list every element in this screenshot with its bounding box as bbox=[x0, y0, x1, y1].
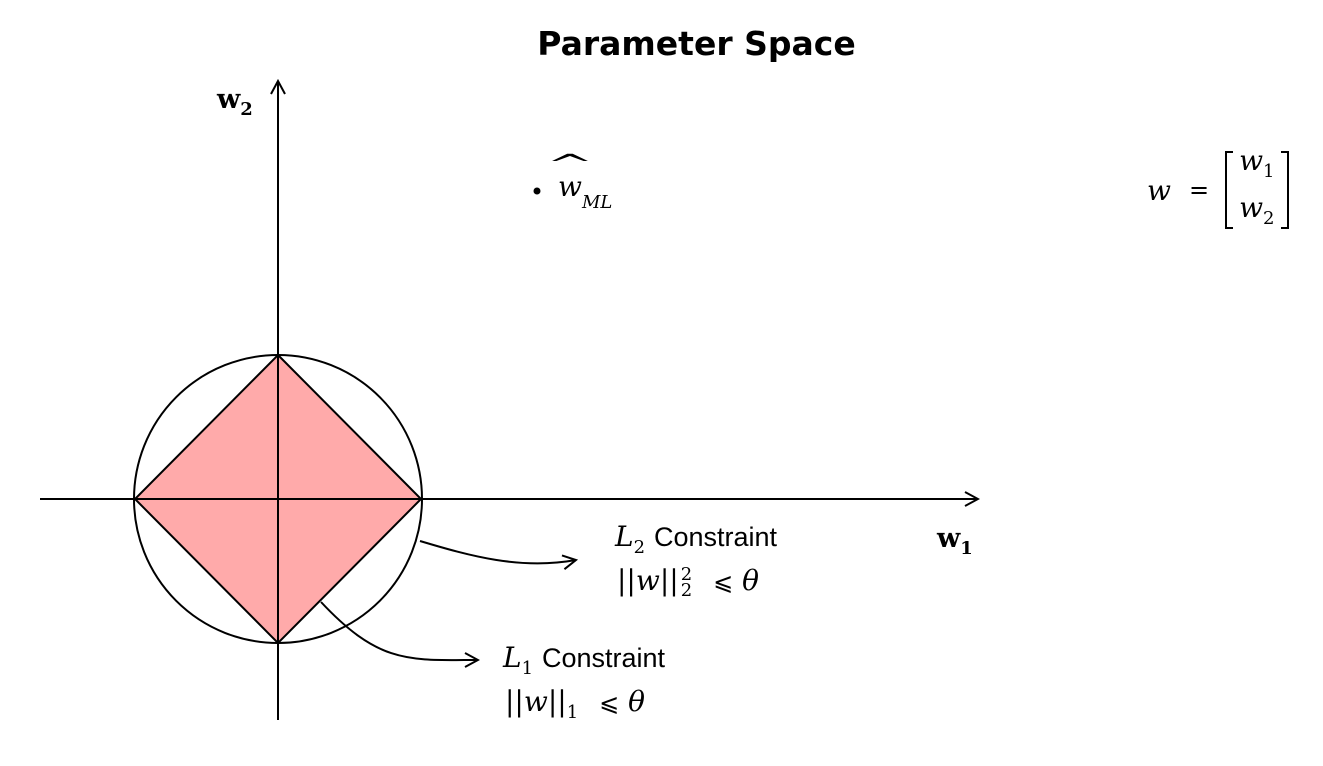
x-axis-label: w1 bbox=[937, 523, 973, 559]
x-axis-label-sub: 1 bbox=[960, 538, 973, 559]
left-bracket bbox=[1225, 151, 1234, 229]
l2-callout-arrow bbox=[419, 540, 576, 563]
ml-estimate-label: ^ w ML bbox=[546, 150, 613, 213]
l1-sub: 1 bbox=[521, 658, 534, 679]
l2-symbol: L bbox=[615, 520, 634, 553]
l1-word: Constraint bbox=[541, 643, 666, 673]
vector-entry-1: w1 bbox=[1239, 144, 1275, 182]
l1-bound: θ bbox=[628, 685, 645, 718]
ml-subscript: ML bbox=[581, 192, 613, 213]
right-bracket bbox=[1280, 151, 1289, 229]
ml-symbol: w bbox=[558, 170, 582, 203]
definition-lhs: w bbox=[1147, 173, 1171, 207]
y-axis-label: w2 bbox=[217, 84, 253, 120]
l1-constraint-formula: ||w||1 ⩽ θ bbox=[505, 685, 645, 723]
x-axis-label-symbol: w bbox=[937, 523, 961, 554]
weight-vector-definition: w = w1 w2 bbox=[1147, 143, 1289, 237]
l1-callout-arrow bbox=[320, 601, 478, 660]
vector-entries: w1 w2 bbox=[1233, 143, 1280, 237]
ml-hat: ^ bbox=[545, 150, 594, 180]
y-axis-label-symbol: w bbox=[217, 84, 241, 115]
l2-relation: ⩽ bbox=[713, 568, 734, 596]
diagram-title: Parameter Space bbox=[537, 24, 856, 63]
l1-norm-sub: 1 bbox=[566, 702, 579, 723]
vector-entry-2: w2 bbox=[1239, 191, 1275, 229]
ml-estimate-point bbox=[533, 187, 541, 195]
y-axis-label-sub: 2 bbox=[240, 99, 253, 120]
l1-symbol: L bbox=[503, 641, 522, 674]
l2-word: Constraint bbox=[653, 522, 778, 552]
l1-constraint-title: L1 Constraint bbox=[503, 641, 665, 679]
definition-equals: = bbox=[1188, 176, 1210, 204]
l2-sub: 2 bbox=[633, 537, 646, 558]
l1-relation: ⩽ bbox=[599, 689, 620, 717]
l2-constraint-title: L2 Constraint bbox=[615, 520, 777, 558]
l2-bound: θ bbox=[742, 564, 759, 597]
